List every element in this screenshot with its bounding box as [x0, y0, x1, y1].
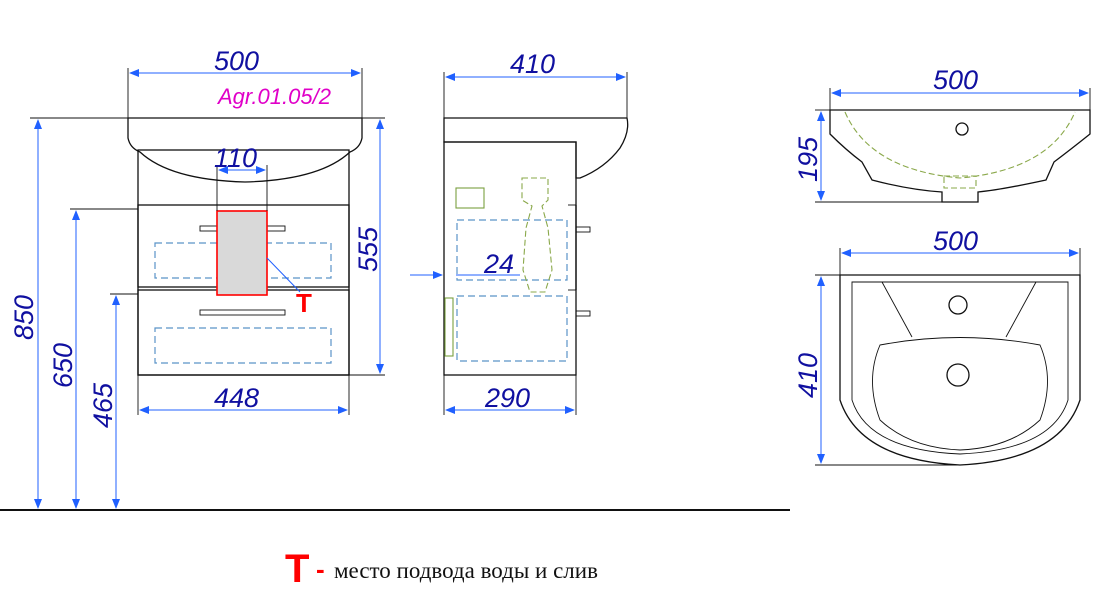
cabinet-height-label: 555: [353, 226, 383, 272]
cabinet-depth-label: 290: [484, 383, 530, 413]
front-hidden-drawer-bottom: [154, 327, 332, 364]
basin-top-depth-label: 410: [793, 353, 823, 398]
drawer-top-height-label: 650: [48, 343, 78, 388]
legend: T - место подвода воды и слив: [285, 547, 598, 589]
side-basin: [443, 117, 629, 179]
plumbing-t-marker: T: [296, 288, 312, 318]
basin-side-tap-hole: [955, 122, 969, 136]
total-height-label: 850: [9, 295, 39, 340]
basin-top-inner: [851, 281, 1069, 455]
side-socket: [455, 187, 485, 209]
side-hidden-drawer-bottom: [456, 295, 568, 362]
cabinet-width-label: 448: [214, 383, 259, 413]
side-handle-top: [575, 226, 591, 233]
side-hidden-drawer-top: [456, 219, 568, 281]
drawer-bottom-height-label: 465: [88, 382, 118, 428]
basin-side-height-label: 195: [793, 136, 823, 182]
front-drawer-bottom: [137, 289, 350, 376]
model-label: Agr.01.05/2: [216, 84, 331, 109]
basin-side-bowl: [844, 111, 1076, 179]
side-offset-label: 24: [483, 249, 514, 279]
front-view: T 500 Agr.01.05/2 110 555 448 850 650: [9, 46, 385, 509]
basin-side-outline: [829, 109, 1091, 203]
basin-side-width-label: 500: [933, 65, 978, 95]
side-depth-label: 410: [510, 49, 555, 79]
basin-top-drain-hole: [946, 363, 970, 387]
pipe-width-label: 110: [214, 143, 257, 173]
legend-dash: -: [316, 554, 325, 584]
side-handle-bottom: [575, 310, 591, 317]
plumbing-leader: [266, 257, 301, 293]
side-siphon: [521, 177, 553, 293]
side-view: 410 24 290: [410, 49, 629, 415]
basin-top-bowl: [872, 337, 1048, 451]
legend-symbol: T: [285, 547, 309, 589]
basin-top-tap-hole: [948, 295, 968, 315]
basin-side-view: 500 195: [793, 65, 1091, 203]
legend-text: место подвода воды и слив: [334, 558, 598, 583]
basin-top-outline: [839, 274, 1081, 466]
basin-top-view: 500 410: [793, 226, 1081, 466]
front-handle-bottom: [199, 309, 286, 316]
basin-top-width-label: 500: [933, 226, 978, 256]
plumbing-zone: [216, 210, 268, 296]
front-width-label: 500: [214, 46, 259, 76]
front-basin: [127, 117, 363, 183]
